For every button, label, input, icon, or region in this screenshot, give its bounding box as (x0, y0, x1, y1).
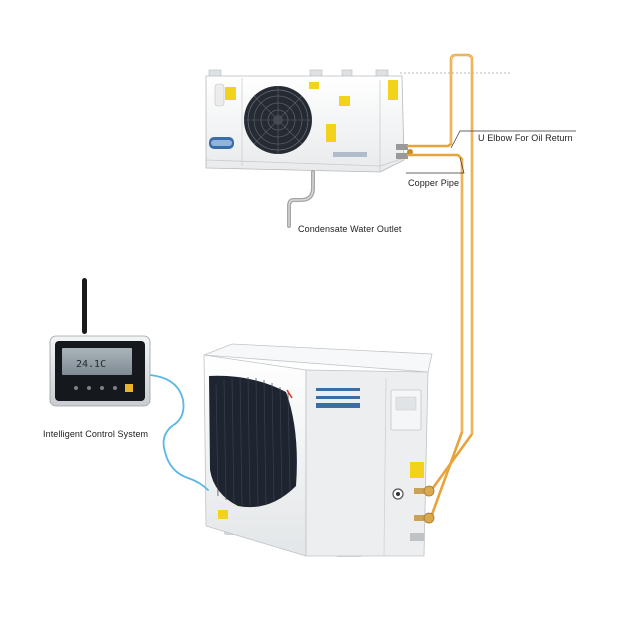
controller-button-3[interactable] (100, 386, 104, 390)
evaporator-unit (205, 69, 512, 173)
control-signal-cable (149, 374, 209, 491)
controller-display-readout: 24.1C (76, 359, 106, 370)
copper-pipe-label: Copper Pipe (408, 178, 460, 188)
controller-button-2[interactable] (87, 386, 91, 390)
u-elbow-label: U Elbow For Oil Return (478, 133, 573, 143)
control-system-label: Intelligent Control System (43, 429, 149, 439)
condenser-fan-grille-icon (209, 375, 297, 508)
controller-button-1[interactable] (74, 386, 78, 390)
condensate-pipe (287, 170, 315, 228)
controller-button-4[interactable] (113, 386, 117, 390)
copper-pipe-run (406, 53, 474, 522)
intelligent-controller: 24.1C (49, 278, 151, 407)
condensate-outlet-label: Condensate Water Outlet (298, 224, 402, 234)
callout-lines (406, 130, 576, 174)
condensing-unit (203, 343, 435, 557)
